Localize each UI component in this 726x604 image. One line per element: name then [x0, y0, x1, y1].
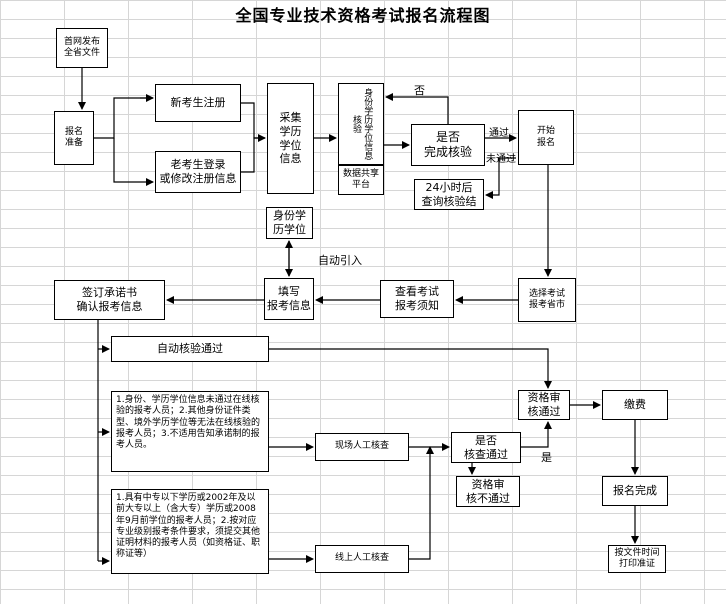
start-reg-box: 开始报名	[518, 110, 574, 165]
pay-text: 缴费	[624, 398, 646, 412]
pass-text: 资格审核通过	[527, 391, 561, 418]
auto-pass-box: 自动核验通过	[111, 336, 269, 362]
fill-info-box: 填写报考信息	[264, 278, 314, 320]
arrow-new-collect	[241, 102, 265, 139]
is-verified-box: 是否完成核验	[411, 124, 485, 166]
sign-pledge-text: 签订承诺书确认报考信息	[76, 286, 143, 313]
identity-edu-text: 身份学历学位	[273, 209, 306, 236]
cond2-text: 1.具有中专以下学历或2002年及以前大专以上（含大专）学历或2008年9月前学…	[116, 493, 261, 560]
verify-text: 身份学历学位信息核验	[351, 88, 373, 160]
query24-box: 24小时后查询核验结	[414, 179, 484, 210]
onsite-text: 现场人工核查	[334, 441, 389, 452]
arrow-prepare-split	[94, 97, 153, 139]
online-box: 线上人工核查	[315, 545, 409, 573]
print-text: 按文件时间打印准证	[614, 547, 660, 569]
arrow-online-check	[409, 446, 434, 560]
is-pass-box: 是否核查通过	[451, 432, 521, 463]
cond2-box: 1.具有中专以下学历或2002年及以前大专以上（含大专）学历或2008年9月前学…	[111, 489, 269, 574]
done-text: 报名完成	[613, 484, 657, 498]
collect-text: 采集学历学位信息	[279, 111, 302, 166]
done-box: 报名完成	[602, 476, 668, 506]
page-title: 全国专业技术资格考试报名流程图	[235, 6, 491, 25]
verify-box: 身份学历学位信息核验	[338, 83, 384, 165]
arrow-prepare-old	[113, 138, 154, 186]
pay-box: 缴费	[602, 390, 668, 420]
data-share-text: 数据共享平台	[342, 168, 379, 190]
publish-box: 首网发布全省文件	[56, 28, 108, 68]
read-notice-box: 查看考试报考须知	[380, 280, 454, 318]
arrow-check-pass	[521, 421, 552, 448]
start-reg-text: 开始报名	[536, 126, 555, 148]
identity-edu-box: 身份学历学位	[266, 207, 313, 239]
is-verified-text: 是否完成核验	[423, 130, 472, 159]
arrow-check-no	[385, 93, 449, 124]
arrow-start-query	[485, 157, 516, 199]
arrow-old-collect	[241, 134, 266, 173]
new-register-box: 新考生注册	[155, 84, 241, 122]
read-notice-text: 查看考试报考须知	[395, 285, 439, 312]
prepare-text: 报名准备	[64, 126, 83, 148]
prepare-box: 报名准备	[54, 111, 94, 165]
cond1-text: 1.身份、学历学位信息未通过在线核验的报考人员；2.其他身份证件类型、境外学历学…	[116, 395, 261, 450]
fail-box: 资格审核不通过	[456, 476, 520, 507]
cond1-box: 1.身份、学历学位信息未通过在线核验的报考人员；2.其他身份证件类型、境外学历学…	[111, 391, 269, 472]
print-box: 按文件时间打印准证	[608, 545, 666, 573]
is-pass-text: 是否核查通过	[464, 433, 508, 461]
online-text: 线上人工核查	[334, 553, 389, 564]
old-login-text: 老考生登录或修改注册信息	[159, 158, 237, 185]
arrow-auto-pass	[269, 348, 552, 389]
pass-box: 资格审核通过	[518, 390, 570, 420]
old-login-box: 老考生登录或修改注册信息	[155, 151, 241, 193]
select-province-box: 选择考试报考省市	[518, 278, 576, 322]
query24-text: 24小时后查询核验结	[421, 180, 477, 208]
data-share-box: 数据共享平台	[338, 165, 384, 195]
sign-pledge-box: 签订承诺书确认报考信息	[54, 280, 165, 320]
new-register-text: 新考生注册	[170, 96, 226, 110]
pass-label: 通过	[489, 128, 509, 139]
no-label: 否	[414, 84, 425, 97]
auto-import-label: 自动引入	[318, 254, 362, 267]
fail-text: 资格审核不通过	[466, 477, 510, 505]
fill-info-text: 填写报考信息	[267, 285, 311, 312]
publish-text: 首网发布全省文件	[63, 36, 100, 58]
not-pass-label: 未通过	[486, 154, 516, 165]
yes-label: 是	[541, 451, 552, 464]
select-province-text: 选择考试报考省市	[528, 288, 565, 310]
collect-box: 采集学历学位信息	[267, 83, 314, 194]
onsite-box: 现场人工核查	[315, 433, 409, 461]
auto-pass-text: 自动核验通过	[157, 342, 223, 356]
